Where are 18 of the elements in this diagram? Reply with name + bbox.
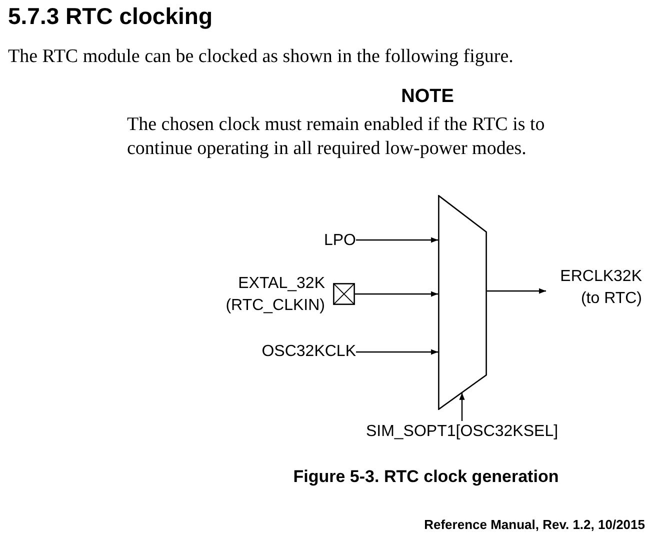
arrow: [459, 392, 465, 421]
arrow: [356, 237, 438, 243]
arrow: [355, 291, 438, 297]
signal-label: SIM_SOPT1[OSC32KSEL]: [347, 421, 577, 443]
section-heading: 5.7.3 RTC clocking: [8, 2, 213, 30]
signal-label: ERCLK32K (to RTC): [546, 266, 642, 310]
footer-text: Reference Manual, Rev. 1.2, 10/2015: [423, 516, 645, 534]
figure-caption: Figure 5-3. RTC clock generation: [292, 466, 560, 488]
multiplexer-symbol: [438, 195, 487, 410]
pin-pad-icon: [333, 283, 355, 305]
note-text: The chosen clock must remain enabled if the RTC is to continue operating in all required low-power modes.: [127, 113, 546, 161]
signal-label: LPO: [300, 230, 356, 252]
pin-label: EXTAL_32K (RTC_CLKIN): [224, 274, 325, 316]
arrow: [356, 349, 438, 355]
arrow: [487, 288, 546, 294]
signal-label: OSC32KCLK: [230, 341, 356, 363]
note-heading: NOTE: [400, 85, 455, 109]
intro-text: The RTC module can be clocked as shown in the following figure.: [8, 45, 514, 69]
